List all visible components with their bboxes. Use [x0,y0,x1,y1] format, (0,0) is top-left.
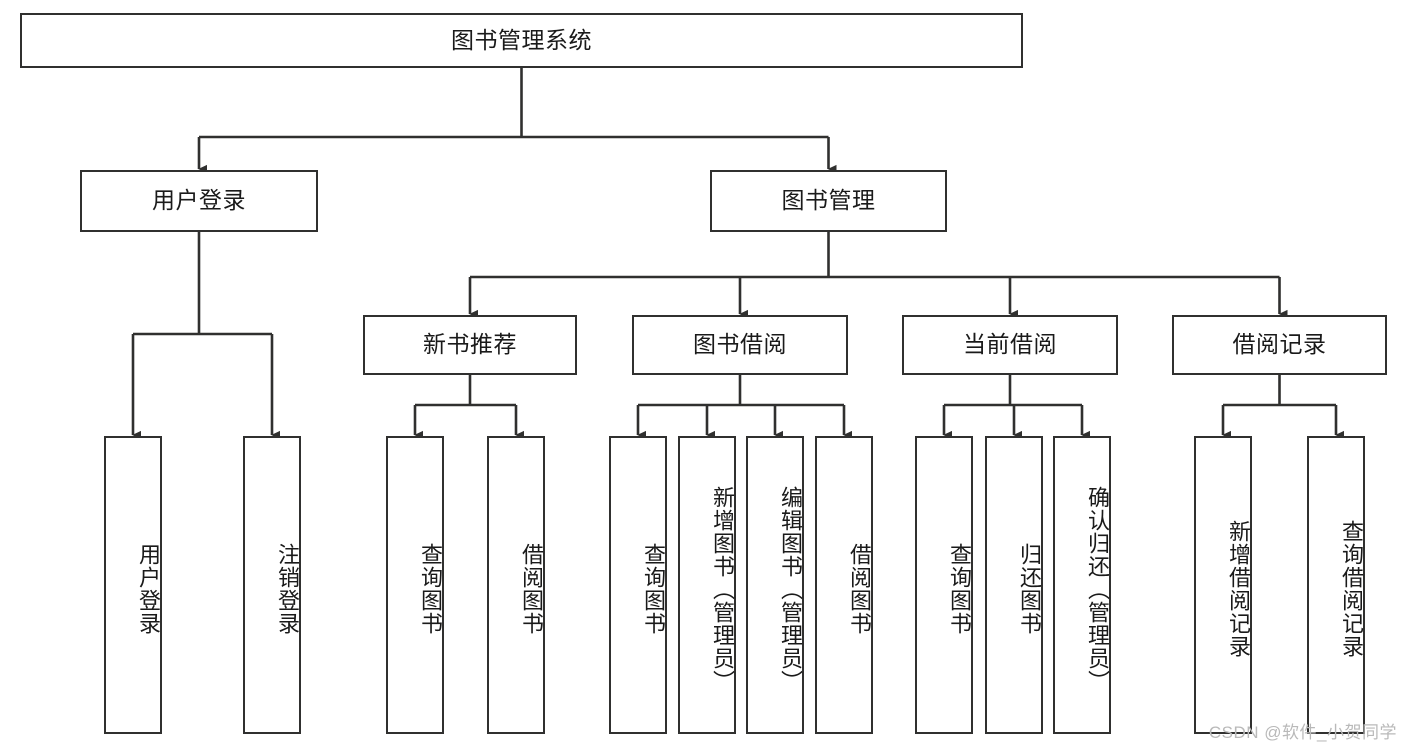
node-leaf-user-login-label: 用户登录 [136,543,161,635]
node-leaf-edit-book-admin-label: 编辑图书（管理员） [778,485,803,693]
node-current-borrow[interactable]: 当前借阅 [902,315,1118,375]
node-new-book-recommend[interactable]: 新书推荐 [363,315,577,375]
node-leaf-query-book-new[interactable]: 查询图书 [386,436,444,734]
node-leaf-confirm-return-label: 确认归还（管理员） [1085,485,1110,693]
node-leaf-add-book-admin[interactable]: 新增图书（管理员） [678,436,736,734]
node-borrow-record-label: 借阅记录 [1232,331,1327,358]
node-book-borrow[interactable]: 图书借阅 [632,315,848,375]
node-current-borrow-label: 当前借阅 [963,331,1057,358]
node-leaf-user-login[interactable]: 用户登录 [104,436,162,734]
node-leaf-borrow-book-bb[interactable]: 借阅图书 [815,436,873,734]
node-root[interactable]: 图书管理系统 [20,13,1023,68]
node-leaf-return-book-label: 归还图书 [1017,543,1042,635]
node-book-manage-label: 图书管理 [781,187,876,214]
node-leaf-query-book-bb[interactable]: 查询图书 [609,436,667,734]
node-new-book-recommend-label: 新书推荐 [423,331,517,358]
node-root-label: 图书管理系统 [451,26,592,53]
node-leaf-add-borrow-record[interactable]: 新增借阅记录 [1194,436,1252,734]
node-borrow-record[interactable]: 借阅记录 [1172,315,1387,375]
node-leaf-logout[interactable]: 注销登录 [243,436,301,734]
node-leaf-confirm-return[interactable]: 确认归还（管理员） [1053,436,1111,734]
node-book-manage[interactable]: 图书管理 [710,170,947,232]
node-book-borrow-label: 图书借阅 [693,331,787,358]
node-leaf-borrow-book-new-label: 借阅图书 [519,543,544,635]
node-leaf-add-book-admin-label: 新增图书（管理员） [710,485,735,693]
node-leaf-borrow-book-bb-label: 借阅图书 [847,543,872,635]
node-leaf-add-borrow-record-label: 新增借阅记录 [1226,520,1251,658]
node-leaf-query-book-cb-label: 查询图书 [947,543,972,635]
node-leaf-query-borrow-record[interactable]: 查询借阅记录 [1307,436,1365,734]
node-user-login-label: 用户登录 [152,187,246,214]
node-leaf-edit-book-admin[interactable]: 编辑图书（管理员） [746,436,804,734]
node-leaf-query-book-bb-label: 查询图书 [641,543,666,635]
node-user-login[interactable]: 用户登录 [80,170,318,232]
node-leaf-borrow-book-new[interactable]: 借阅图书 [487,436,545,734]
node-leaf-logout-label: 注销登录 [275,543,300,635]
node-leaf-query-book-new-label: 查询图书 [418,543,443,635]
node-leaf-query-book-cb[interactable]: 查询图书 [915,436,973,734]
watermark: CSDN @软件_小贺同学 [1208,723,1397,742]
node-leaf-return-book[interactable]: 归还图书 [985,436,1043,734]
node-leaf-query-borrow-record-label: 查询借阅记录 [1339,520,1364,658]
